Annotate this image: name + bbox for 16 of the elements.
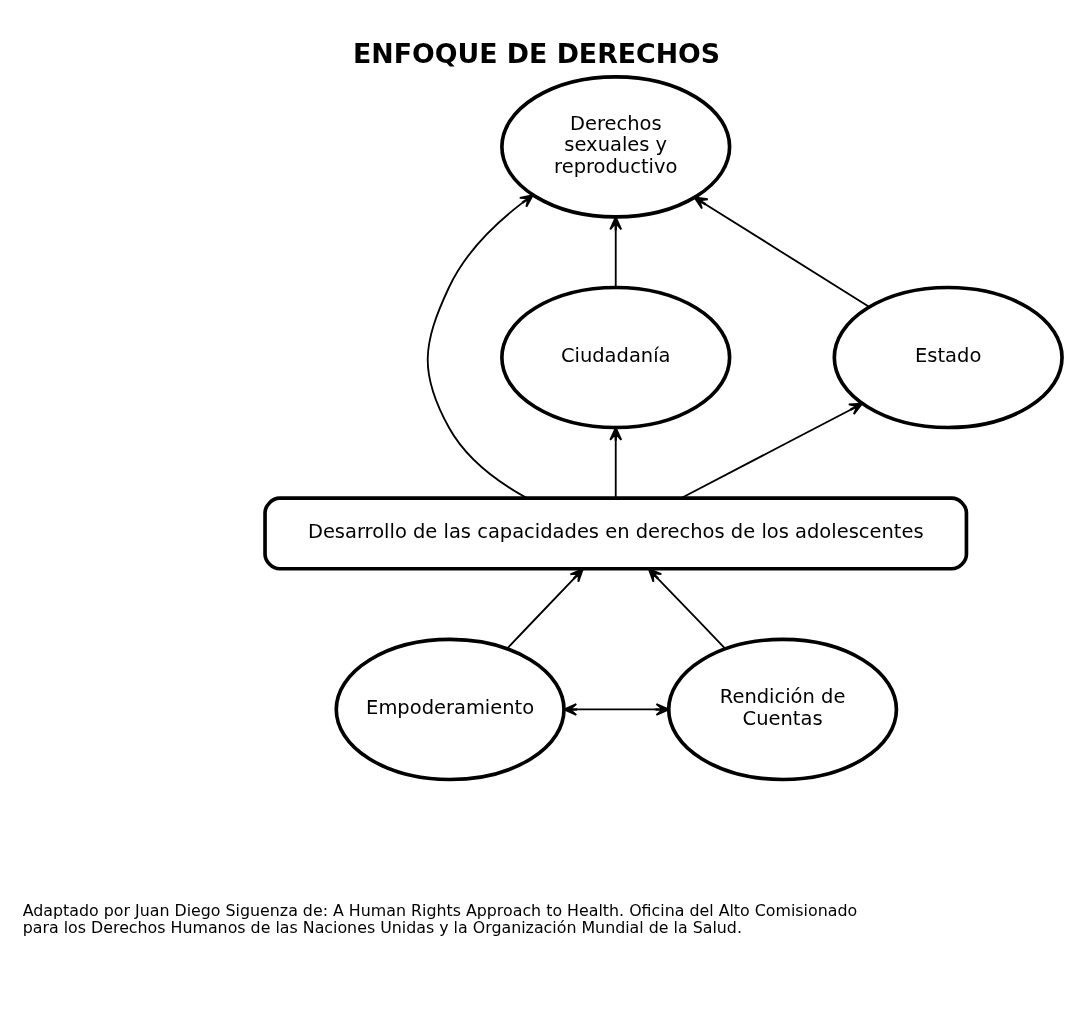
arrow	[609, 215, 623, 288]
arrow	[506, 567, 584, 649]
arrow	[609, 426, 623, 499]
node-box: Desarrollo de las capacidades en derechos de los adolescentes	[263, 495, 969, 571]
node-ellipse: Ciudadanía	[500, 285, 732, 429]
node-ellipse: Estado	[832, 285, 1064, 429]
arrow	[680, 402, 864, 499]
arrow	[426, 193, 534, 499]
node-ellipse: Rendición de Cuentas	[666, 637, 899, 781]
diagram-title: ENFOQUE DE DERECHOS	[353, 37, 721, 69]
arrow	[648, 567, 727, 649]
arrow	[563, 702, 670, 716]
node-ellipse: Empoderamiento	[334, 637, 566, 781]
node-ellipse: Derechos sexuales y reproductivo	[500, 74, 732, 219]
arrow	[693, 196, 871, 308]
caption: Adaptado por Juan Diego Siguenza de: A Human Rights Approach to Health. Oficina del Alto Comisionado para los Derechos Humanos de las Naciones Unidas y la Organización Mundial de la Salud.	[22, 900, 858, 937]
